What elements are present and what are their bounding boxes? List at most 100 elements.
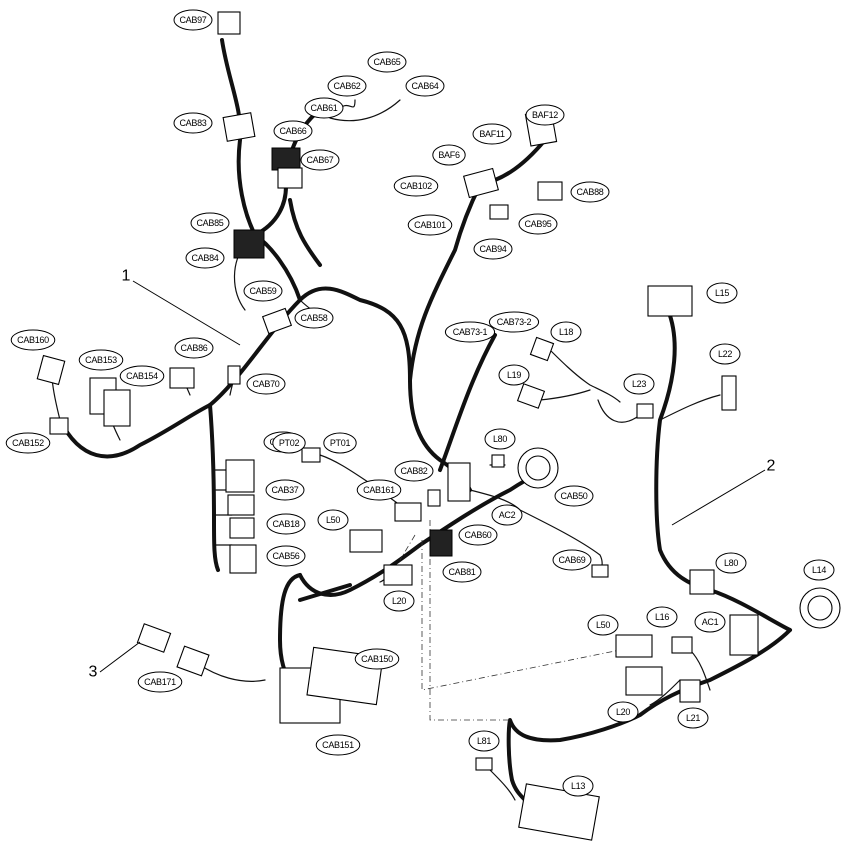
callout-oval: [356, 479, 402, 501]
callout-l15: L15: [706, 282, 738, 304]
connector-l20-cab: [383, 564, 413, 586]
connector-cab18: [229, 517, 255, 539]
callout-label-l19: L19: [507, 370, 521, 380]
callout-label-baf11: BAF11: [479, 129, 505, 139]
callout-oval: [525, 104, 565, 126]
callout-baf12: BAF12: [525, 104, 565, 126]
connector-l21: [679, 679, 701, 703]
connector-cab171: [136, 623, 172, 653]
callout-oval: [473, 238, 513, 260]
callout-l14: L14: [803, 559, 835, 581]
connector-cab83: [222, 112, 256, 142]
callout-cab70: CAB70: [246, 373, 286, 395]
callout-cab69: CAB69: [552, 549, 592, 571]
callout-oval: [304, 97, 344, 119]
callout-oval: [394, 460, 434, 482]
callout-l13: L13: [562, 775, 594, 797]
dashed-links: [399, 520, 621, 721]
callout-oval: [383, 590, 415, 612]
callout-oval: [315, 734, 361, 756]
connector-l19: [516, 383, 546, 409]
callout-cab61: CAB61: [304, 97, 344, 119]
callout-label-cab73-2: CAB73-2: [497, 317, 532, 327]
callout-oval: [458, 524, 498, 546]
callout-cab64: CAB64: [405, 75, 445, 97]
callout-cab152: CAB152: [5, 432, 51, 454]
callout-oval: [5, 432, 51, 454]
callout-label-l20-cab: L20: [392, 596, 406, 606]
callout-l23: L23: [623, 373, 655, 395]
connector-cab86: [169, 367, 195, 389]
connector-l16: [671, 636, 693, 654]
callout-cab50: CAB50: [554, 485, 594, 507]
callout-oval: [354, 648, 400, 670]
callout-oval: [266, 513, 306, 535]
callout-oval: [694, 611, 726, 633]
connector-cab97: [217, 11, 241, 35]
callout-l21: L21: [677, 707, 709, 729]
callout-oval: [518, 213, 558, 235]
callout-oval: [246, 373, 286, 395]
callout-cab88: CAB88: [570, 181, 610, 203]
callout-oval: [405, 75, 445, 97]
callout-label-cab82: CAB82: [400, 466, 427, 476]
callout-oval: [185, 247, 225, 269]
callout-baf11: BAF11: [472, 123, 512, 145]
connector-cab82: [427, 489, 441, 507]
callout-oval: [562, 775, 594, 797]
callout-label-cab97: CAB97: [179, 15, 206, 25]
callout-oval: [137, 671, 183, 693]
callout-label-ac2: AC2: [499, 510, 516, 520]
callout-oval: [607, 701, 639, 723]
callout-label-cab66: CAB66: [279, 126, 306, 136]
connector-cab66: [271, 147, 301, 171]
connector-cab57: [225, 459, 255, 493]
callout-label-l16: L16: [655, 612, 669, 622]
callout-l19: L19: [498, 364, 530, 386]
callout-label-l80-cab: L80: [493, 434, 507, 444]
callout-oval: [272, 432, 306, 454]
callout-label-cab84: CAB84: [191, 253, 218, 263]
callout-cab86: CAB86: [174, 337, 214, 359]
callout-cab161: CAB161: [356, 479, 402, 501]
connector-cab60: [429, 529, 453, 557]
callout-oval: [265, 479, 305, 501]
callout-l81: L81: [468, 730, 500, 752]
callout-label-cab56: CAB56: [272, 551, 299, 561]
callout-label-cab171: CAB171: [144, 677, 176, 687]
callout-cab94: CAB94: [473, 238, 513, 260]
callout-cab95: CAB95: [518, 213, 558, 235]
callout-cab82: CAB82: [394, 460, 434, 482]
callout-label-cab95: CAB95: [524, 219, 551, 229]
callout-label-cab67: CAB67: [306, 155, 333, 165]
reference-leaders: [99, 280, 766, 673]
connector-l50-cab: [349, 529, 383, 553]
callout-label-cab81: CAB81: [448, 567, 475, 577]
callout-oval: [472, 123, 512, 145]
callout-label-l20: L20: [616, 707, 630, 717]
callout-cab151: CAB151: [315, 734, 361, 756]
callout-cab85: CAB85: [190, 212, 230, 234]
callout-label-cab101: CAB101: [414, 220, 446, 230]
callout-label-l22: L22: [718, 349, 732, 359]
reference-number-3: 3: [89, 664, 98, 681]
callout-oval: [550, 321, 582, 343]
callout-label-cab73-1: CAB73-1: [453, 327, 488, 337]
callout-label-cab60: CAB60: [464, 530, 491, 540]
callout-oval: [173, 9, 213, 31]
callout-label-cab65: CAB65: [373, 57, 400, 67]
connector-pt02: [301, 447, 321, 463]
callout-label-cab37: CAB37: [271, 485, 298, 495]
callout-oval: [266, 545, 306, 567]
callout-cab67: CAB67: [300, 149, 340, 171]
callout-oval: [677, 707, 709, 729]
callout-oval: [803, 559, 835, 581]
callout-label-cab83: CAB83: [179, 118, 206, 128]
callout-label-l81: L81: [477, 736, 491, 746]
connector-l22: [721, 375, 737, 411]
callout-cab101: CAB101: [407, 214, 453, 236]
connector-l15: [647, 285, 693, 317]
callout-label-cab59: CAB59: [249, 286, 276, 296]
callout-l16: L16: [646, 606, 678, 628]
